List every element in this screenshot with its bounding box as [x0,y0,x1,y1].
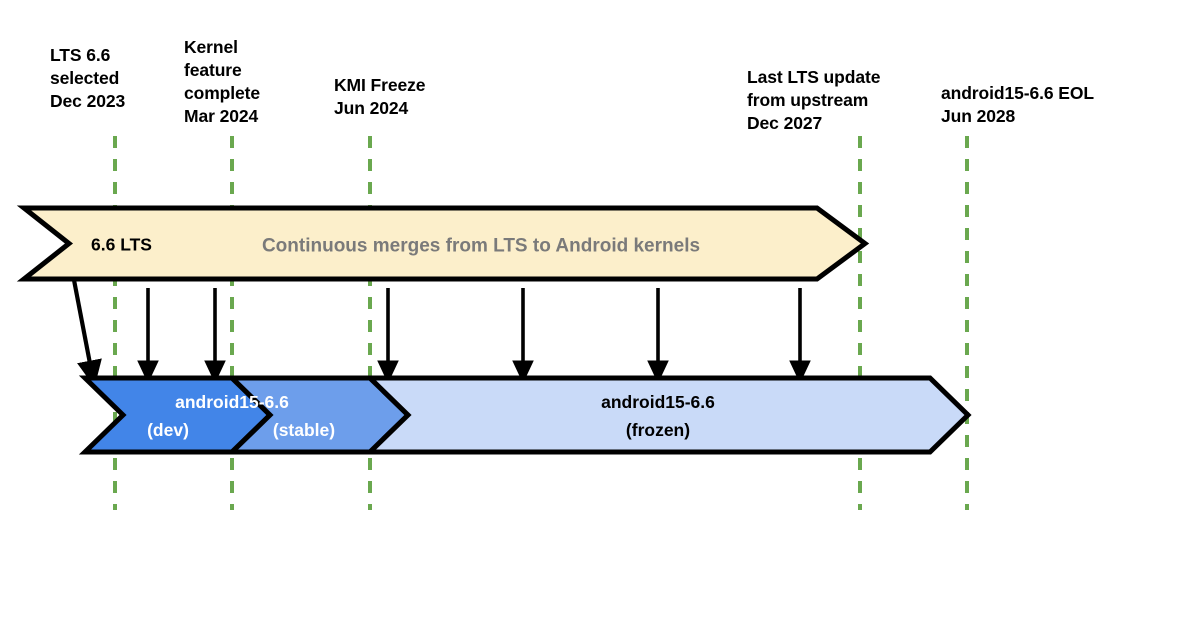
milestone-label-android15-eol: android15-6.6 EOL Jun 2028 [941,82,1094,128]
android-band-title-frozen: android15-6.6 [601,392,715,412]
lts-band-shape [16,205,870,282]
milestone-label-line: Last LTS update [747,67,881,87]
merge-arrow-1-diagonal [71,279,102,388]
milestone-label-line: selected [50,68,120,89]
milestone-label-line: Dec 2027 [747,113,823,134]
milestone-label-line: Kernel [184,37,238,57]
milestone-label-line: android15-6.6 EOL [941,83,1094,103]
milestone-label-line: from upstream [747,90,869,111]
android-band-phase-dev: (dev) [147,420,189,440]
milestone-label-line: LTS 6.6 [50,45,111,65]
lts-band-version-label: 6.6 LTS [91,235,152,255]
milestone-label-line: complete [184,83,261,104]
milestone-label-line: Dec 2023 [50,91,126,112]
milestone-label-line: KMI Freeze [334,75,426,95]
android-band-title-dev-stable: android15-6.6 [175,392,289,412]
lts-band-merge-label: Continuous merges from LTS to Android ke… [262,236,700,257]
android-band-phase-stable: (stable) [273,420,335,440]
band-labels: 6.6 LTS Continuous merges from LTS to And… [91,235,715,441]
lts-band [16,205,870,282]
merge-arrows [71,279,811,388]
android-band [78,375,972,455]
android-band-segment-frozen [363,375,972,455]
milestone-label-line: Mar 2024 [184,106,259,127]
milestone-label-line: Jun 2024 [334,98,409,119]
android-band-phase-frozen: (frozen) [626,420,690,440]
milestone-label-line: feature [184,60,242,81]
milestone-label-line: Jun 2028 [941,106,1016,127]
milestone-dashed-lines [113,136,969,510]
